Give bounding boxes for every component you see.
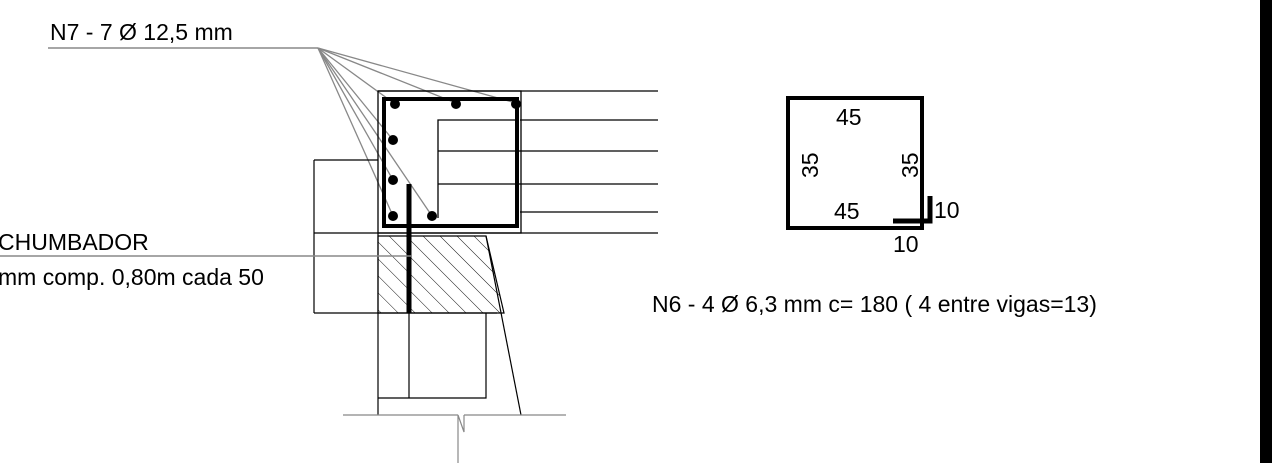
stirrup-detail-shape	[786, 96, 924, 230]
stirrup-dim-hook-v: 10	[893, 231, 919, 257]
stirrup-dim-left: 35	[797, 152, 823, 178]
beam-stirrup	[382, 97, 519, 228]
rebar-dot	[390, 99, 400, 109]
beam-section	[377, 90, 522, 234]
stirrup-inner-hook	[437, 119, 517, 218]
n6-callout-label: N6 - 4 Ø 6,3 mm c= 180 ( 4 entre vigas=1…	[652, 291, 1097, 317]
stirrup-detail-hook	[893, 196, 933, 224]
rebar-dot	[427, 211, 437, 221]
beam-outline	[377, 90, 522, 234]
chumbador-title-label: CHUMBADOR	[0, 229, 149, 255]
chumbador-spec-label: mm comp. 0,80m cada 50	[0, 264, 264, 290]
n7-leader-lines	[317, 47, 517, 217]
stirrup-dim-hook-h: 10	[934, 197, 960, 223]
rebar-dot	[451, 99, 461, 109]
rebar-bars	[388, 99, 521, 221]
stirrup-dim-top: 45	[836, 104, 862, 130]
stirrup-dim-right: 35	[897, 152, 923, 178]
rebar-dot	[511, 99, 521, 109]
stirrup-detail: 45 45 35 35 10 10	[786, 96, 960, 257]
hatched-foundation	[377, 235, 505, 314]
n7-callout-label: N7 - 7 Ø 12,5 mm	[50, 19, 233, 45]
break-symbol	[457, 414, 465, 463]
page-border-right	[1260, 0, 1272, 463]
rebar-dot	[388, 175, 398, 185]
rebar-dot	[388, 211, 398, 221]
rebar-dot	[388, 135, 398, 145]
stirrup-dim-bottom: 45	[834, 198, 860, 224]
